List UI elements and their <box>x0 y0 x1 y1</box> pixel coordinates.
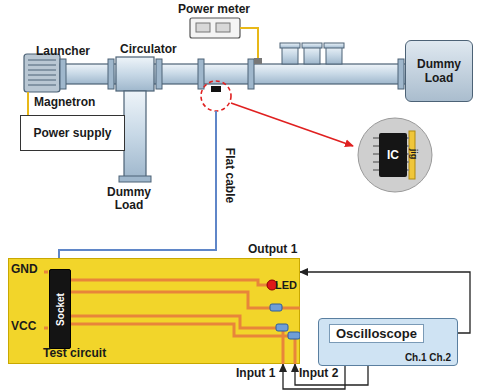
part-name: Power meter <box>178 3 250 16</box>
ic-pin <box>407 161 409 163</box>
callout-arrow <box>231 103 353 146</box>
box-label: Power supply <box>33 126 111 140</box>
copper-trace <box>44 270 48 273</box>
test-circuit-board: Test circuitSocket <box>8 258 300 364</box>
ic-pin <box>373 153 379 155</box>
copper-trace <box>70 292 300 308</box>
scope-title: Oscilloscope <box>329 324 424 343</box>
power-supply-box: Power supply <box>20 115 125 151</box>
pin-name: Output 1 <box>248 243 297 256</box>
ic-pin <box>373 137 379 139</box>
pin-name: LED <box>275 279 297 292</box>
channel-labels: Ch.1 Ch.2 <box>405 352 451 363</box>
pin-name: VCC <box>11 320 36 333</box>
ic-pin <box>373 145 379 147</box>
ic-package <box>379 133 407 177</box>
flanges <box>60 59 404 89</box>
ic-pin <box>373 169 379 171</box>
ic-pin <box>407 153 409 155</box>
ic-pin <box>373 161 379 163</box>
ic-jig-callout: ICjig <box>357 117 433 193</box>
jig-label: jig <box>408 149 420 160</box>
cable-name: Flat cable <box>223 147 236 205</box>
resistor-symbol <box>270 304 282 311</box>
power-wire <box>27 92 29 115</box>
probe-wire <box>295 364 368 385</box>
part-name: Circulator <box>120 43 177 56</box>
ic-pin <box>407 169 409 171</box>
box-label: Dummy Load <box>410 57 468 85</box>
socket: Socket <box>49 269 71 349</box>
waveguide-arm <box>124 91 146 179</box>
pin-name: GND <box>11 263 38 276</box>
dummy-load-box: Dummy Load <box>405 40 473 102</box>
tuner-stubs <box>280 43 344 64</box>
resistor-symbol <box>276 324 288 331</box>
copper-trace <box>70 280 272 285</box>
chip-label: IC <box>379 148 407 162</box>
circulator <box>116 57 154 91</box>
magnetron <box>24 54 60 92</box>
oscilloscope-box: OscilloscopeCh.1 Ch.2 <box>318 318 458 366</box>
callout-circle <box>201 81 231 111</box>
part-name: Dummy Load <box>104 186 154 212</box>
pin-name: Input 2 <box>299 367 338 380</box>
part-name: Launcher <box>36 45 90 58</box>
pin-name: Input 1 <box>236 367 275 380</box>
ic-pin <box>407 145 409 147</box>
part-name: Magnetron <box>34 96 95 109</box>
ic-chip <box>211 86 221 92</box>
power-meter <box>190 18 262 64</box>
socket-label: Socket <box>55 293 66 326</box>
resistor-symbol <box>288 332 300 339</box>
callout-circle <box>358 118 432 192</box>
copper-trace <box>44 326 48 329</box>
flange <box>119 176 151 182</box>
ic-pin <box>407 137 409 139</box>
